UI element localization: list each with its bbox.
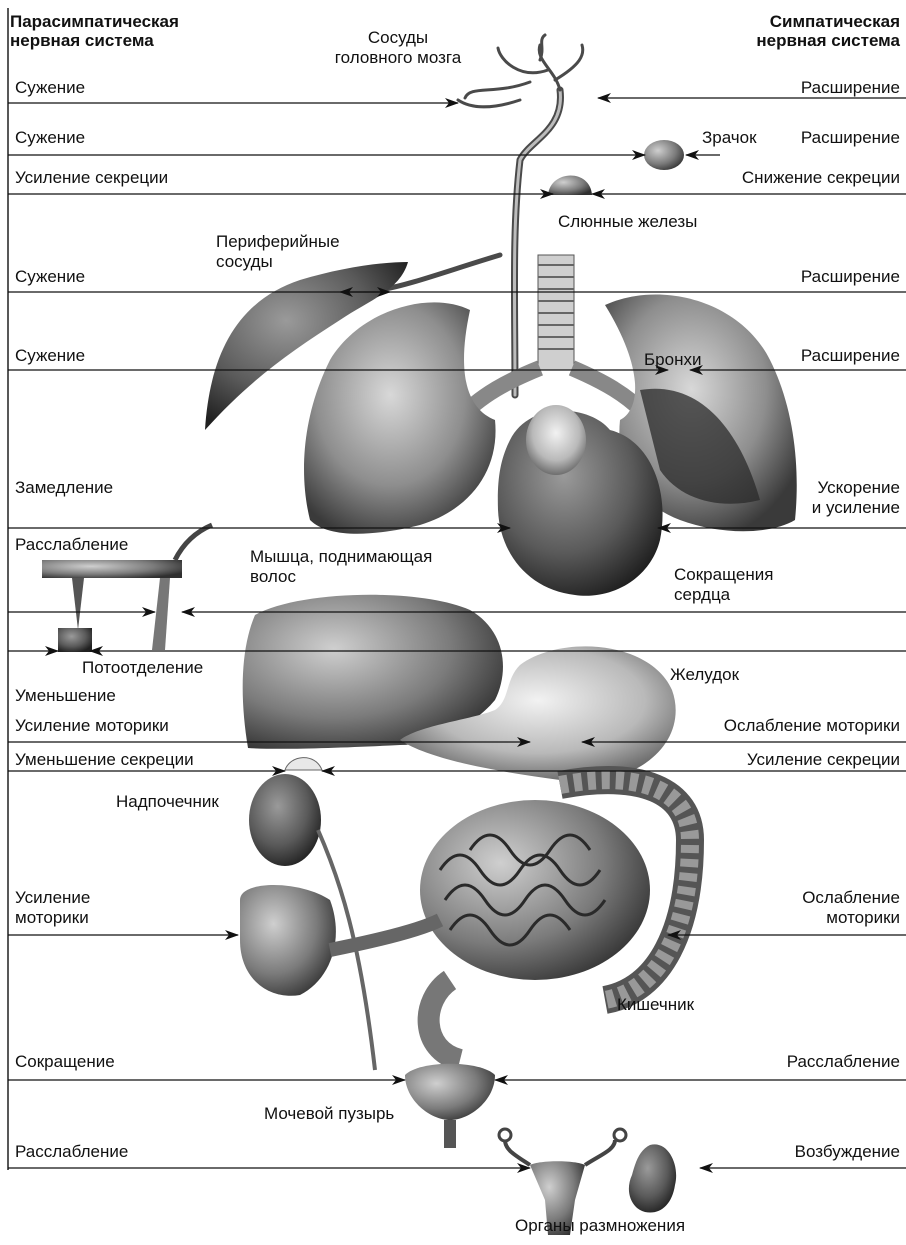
organ-label-stomach: Желудок — [670, 665, 739, 685]
left-label-brain-vessels: Сужение — [15, 78, 85, 98]
trachea-drawing — [458, 255, 650, 420]
right-label-brain-vessels: Расширение — [801, 78, 900, 98]
right-label-bronchi: Расширение — [801, 346, 900, 366]
organ-label-adrenal: Надпочечник — [116, 792, 219, 812]
right-lung-drawing — [304, 302, 496, 533]
parasympathetic-header-text: Парасимпатическая нервная система — [10, 12, 179, 50]
salivary-gland-drawing — [548, 175, 592, 195]
bladder-drawing — [405, 1064, 495, 1120]
right-label-stomach-motility: Ослабление моторики — [724, 716, 900, 736]
left-label-peripheral-vessels: Сужение — [15, 267, 85, 287]
organ-label-bladder: Мочевой пузырь — [264, 1104, 394, 1124]
right-label-peripheral-vessels: Расширение — [801, 267, 900, 287]
left-label-bronchi: Сужение — [15, 346, 85, 366]
organ-label-sweat: Потоотделение — [82, 658, 203, 678]
left-label-adrenal: Уменьшение секреции — [15, 750, 194, 770]
kidney-drawing — [249, 774, 321, 866]
organ-label-pupil: Зрачок — [702, 128, 757, 148]
sweat-gland-drawing — [58, 628, 92, 652]
left-label-heart: Замедление — [15, 478, 113, 498]
right-label-reproductive: Возбуждение — [795, 1142, 900, 1162]
left-label-sweat: Уменьшение — [15, 686, 116, 706]
organ-label-reproductive: Органы размножения — [500, 1216, 700, 1236]
organ-label-salivary: Слюнные железы — [558, 212, 697, 232]
left-label-bladder: Сокращение — [15, 1052, 115, 1072]
organ-label-peripheral-vessels: Периферийные сосуды — [216, 232, 340, 272]
right-label-adrenal: Усиление секреции — [747, 750, 900, 770]
eye-drawing — [644, 140, 684, 170]
right-label-pupil: Расширение — [801, 128, 900, 148]
sympathetic-header: Симпатическая нервная система — [756, 12, 900, 50]
organ-label-intestine: Кишечник — [617, 995, 694, 1015]
right-label-salivary: Снижение секреции — [742, 168, 900, 188]
adrenal-drawing — [285, 758, 322, 770]
right-label-bladder: Расслабление — [787, 1052, 900, 1072]
left-label-intestine: Усиление моторики — [15, 888, 90, 928]
right-label-heart: Ускорение и усиление — [812, 478, 900, 518]
right-label-intestine: Ослабление моторики — [802, 888, 900, 928]
left-label-salivary: Усиление секреции — [15, 168, 168, 188]
organ-label-bronchi: Бронхи — [644, 350, 701, 370]
parasympathetic-header: Парасимпатическая нервная система — [10, 12, 179, 50]
left-label-pupil: Сужение — [15, 128, 85, 148]
left-label-stomach-motility: Усиление моторики — [15, 716, 169, 736]
organ-label-brain-vessels: Сосуды головного мозга — [318, 28, 478, 68]
left-label-reproductive: Расслабление — [15, 1142, 128, 1162]
sympathetic-header-text: Симпатическая нервная система — [756, 12, 900, 50]
left-label-hair-muscle: Расслабление — [15, 535, 128, 555]
organ-label-hair-muscle: Мышца, поднимающая волос — [250, 547, 432, 587]
organ-label-heart: Сокращения сердца — [674, 565, 773, 605]
